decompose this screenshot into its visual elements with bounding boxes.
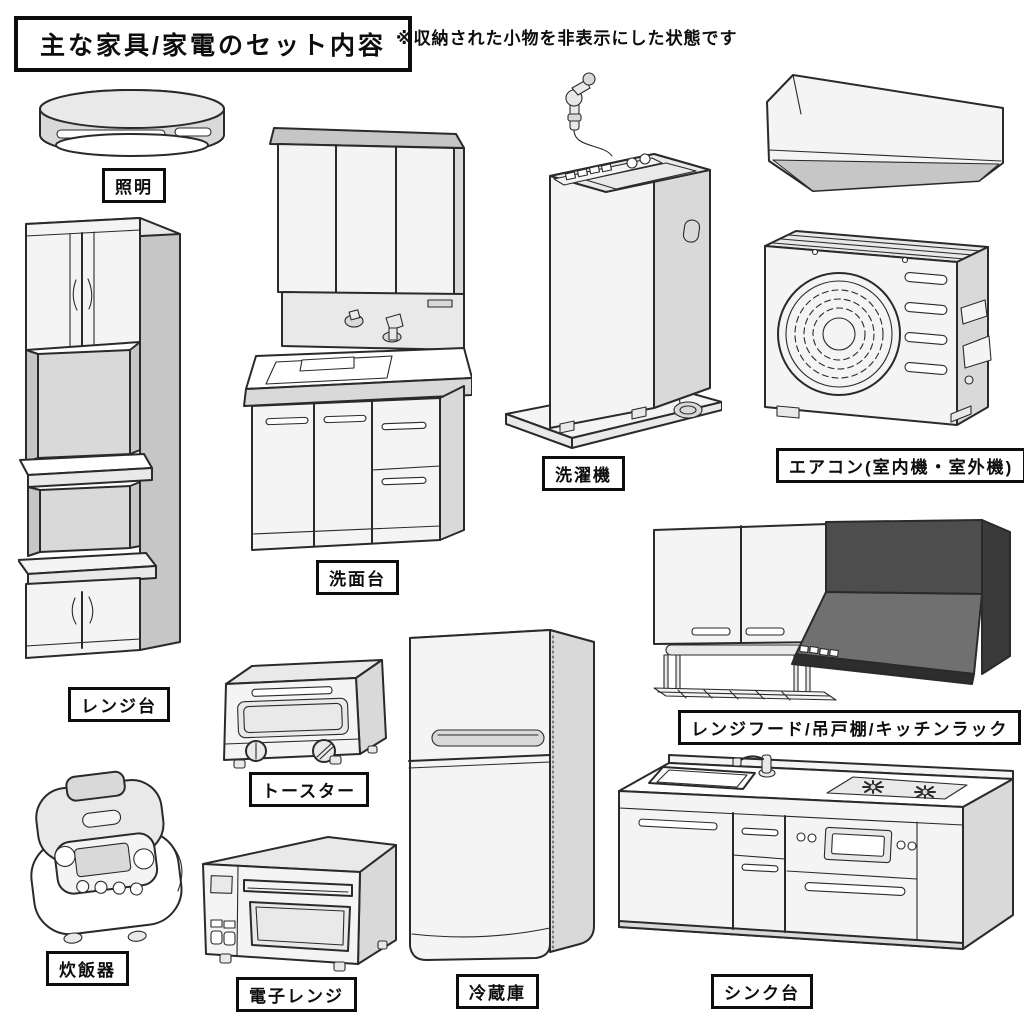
- label-range-hood-set: レンジフード/吊戸棚/キッチンラック: [678, 710, 1022, 745]
- label-vanity: 洗面台: [316, 560, 399, 595]
- rice-cooker-illustration: [30, 770, 183, 944]
- range-hood-set-illustration: [653, 519, 1011, 701]
- microwave-illustration: [202, 836, 397, 972]
- label-toaster: トースター: [249, 772, 370, 807]
- label-refrigerator: 冷蔵庫: [456, 974, 539, 1009]
- toaster-illustration: [223, 659, 387, 769]
- washing-machine-illustration: [505, 72, 722, 449]
- sink-unit-illustration: [618, 754, 1014, 950]
- page-note: ※収納された小物を非表示にした状態です: [396, 29, 738, 48]
- page-title: 主な家具/家電のセット内容: [14, 16, 412, 72]
- range-stand-illustration: [18, 217, 181, 659]
- vanity-illustration: [243, 127, 472, 551]
- label-washing-machine: 洗濯機: [542, 456, 625, 491]
- label-air-conditioner: エアコン(室内機・室外機): [776, 448, 1024, 483]
- label-rice-cooker: 炊飯器: [46, 951, 129, 986]
- refrigerator-illustration: [408, 629, 595, 961]
- label-microwave: 電子レンジ: [236, 977, 357, 1012]
- air-conditioner-illustration: [764, 74, 1004, 426]
- ceiling-light-illustration: [39, 89, 225, 157]
- label-range-stand: レンジ台: [68, 687, 170, 722]
- label-sink-unit: シンク台: [711, 974, 813, 1009]
- label-ceiling-light: 照明: [102, 168, 166, 203]
